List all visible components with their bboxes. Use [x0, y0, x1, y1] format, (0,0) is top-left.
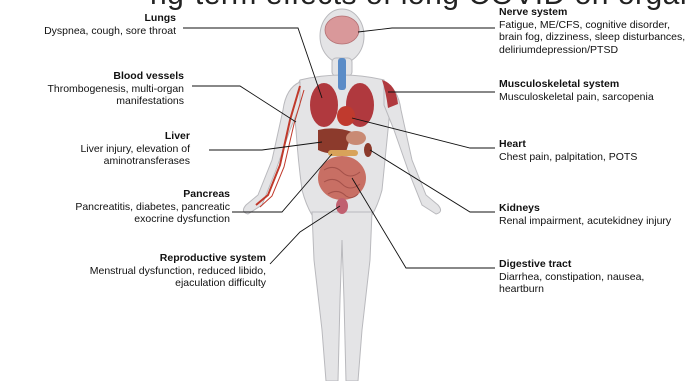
liver-desc-1: Liver injury, elevation of	[80, 143, 190, 156]
pancreas-desc-2: exocrine dysfunction	[75, 213, 230, 226]
lungs-label: Lungs Dyspnea, cough, sore throat	[44, 12, 176, 37]
blood-vessels-desc-2: manifestations	[47, 95, 184, 108]
pancreas-title: Pancreas	[75, 188, 230, 201]
brain-organ	[325, 16, 359, 44]
liver-desc-2: aminotransferases	[80, 155, 190, 168]
blood-vessels-leader	[192, 86, 296, 122]
reproductive-label: Reproductive system Menstrual dysfunctio…	[90, 252, 266, 290]
lungs-title: Lungs	[44, 12, 176, 25]
reproductive-title: Reproductive system	[90, 252, 266, 265]
pancreas-label: Pancreas Pancreatitis, diabetes, pancrea…	[75, 188, 230, 226]
digestive-label: Digestive tract Diarrhea, constipation, …	[499, 258, 686, 296]
reproductive-desc-2: ejaculation difficulty	[90, 277, 266, 290]
reproductive-organ	[336, 198, 348, 214]
nerve-label: Nerve system Fatigue, ME/CFS, cognitive …	[499, 6, 685, 56]
liver-label: Liver Liver injury, elevation of aminotr…	[80, 130, 190, 168]
musculoskeletal-desc: Musculoskeletal pain, sarcopenia	[499, 91, 654, 104]
kidneys-desc: Renal impairment, acutekidney injury	[499, 215, 671, 228]
digestive-desc: Diarrhea, constipation, nausea, heartbur…	[499, 271, 686, 296]
digestive-title: Digestive tract	[499, 258, 686, 271]
nerve-desc-2: brain fog, dizziness, sleep disturbances…	[499, 31, 685, 44]
heart-organ	[337, 106, 355, 126]
nerve-desc-3: deliriumdepression/PTSD	[499, 44, 685, 57]
blood-vessels-desc-1: Thrombogenesis, multi-organ	[47, 83, 184, 96]
heart-label: Heart Chest pain, palpitation, POTS	[499, 138, 637, 163]
pancreas-organ	[328, 150, 358, 156]
musculoskeletal-title: Musculoskeletal system	[499, 78, 654, 91]
nerve-desc-1: Fatigue, ME/CFS, cognitive disorder,	[499, 19, 685, 32]
trachea-organ	[338, 58, 346, 90]
left-lung-organ	[310, 83, 338, 127]
kidneys-title: Kidneys	[499, 202, 671, 215]
stomach-organ	[346, 131, 366, 145]
kidneys-label: Kidneys Renal impairment, acutekidney in…	[499, 202, 671, 227]
lungs-desc: Dyspnea, cough, sore throat	[44, 25, 176, 38]
nerve-leader	[358, 28, 495, 32]
reproductive-desc-1: Menstrual dysfunction, reduced libido,	[90, 265, 266, 278]
musculoskeletal-label: Musculoskeletal system Musculoskeletal p…	[499, 78, 654, 103]
blood-vessels-label: Blood vessels Thrombogenesis, multi-orga…	[47, 70, 184, 108]
pancreas-desc-1: Pancreatitis, diabetes, pancreatic	[75, 201, 230, 214]
liver-title: Liver	[80, 130, 190, 143]
heart-desc: Chest pain, palpitation, POTS	[499, 151, 637, 164]
blood-vessels-title: Blood vessels	[47, 70, 184, 83]
heart-title: Heart	[499, 138, 637, 151]
nerve-title: Nerve system	[499, 6, 685, 19]
